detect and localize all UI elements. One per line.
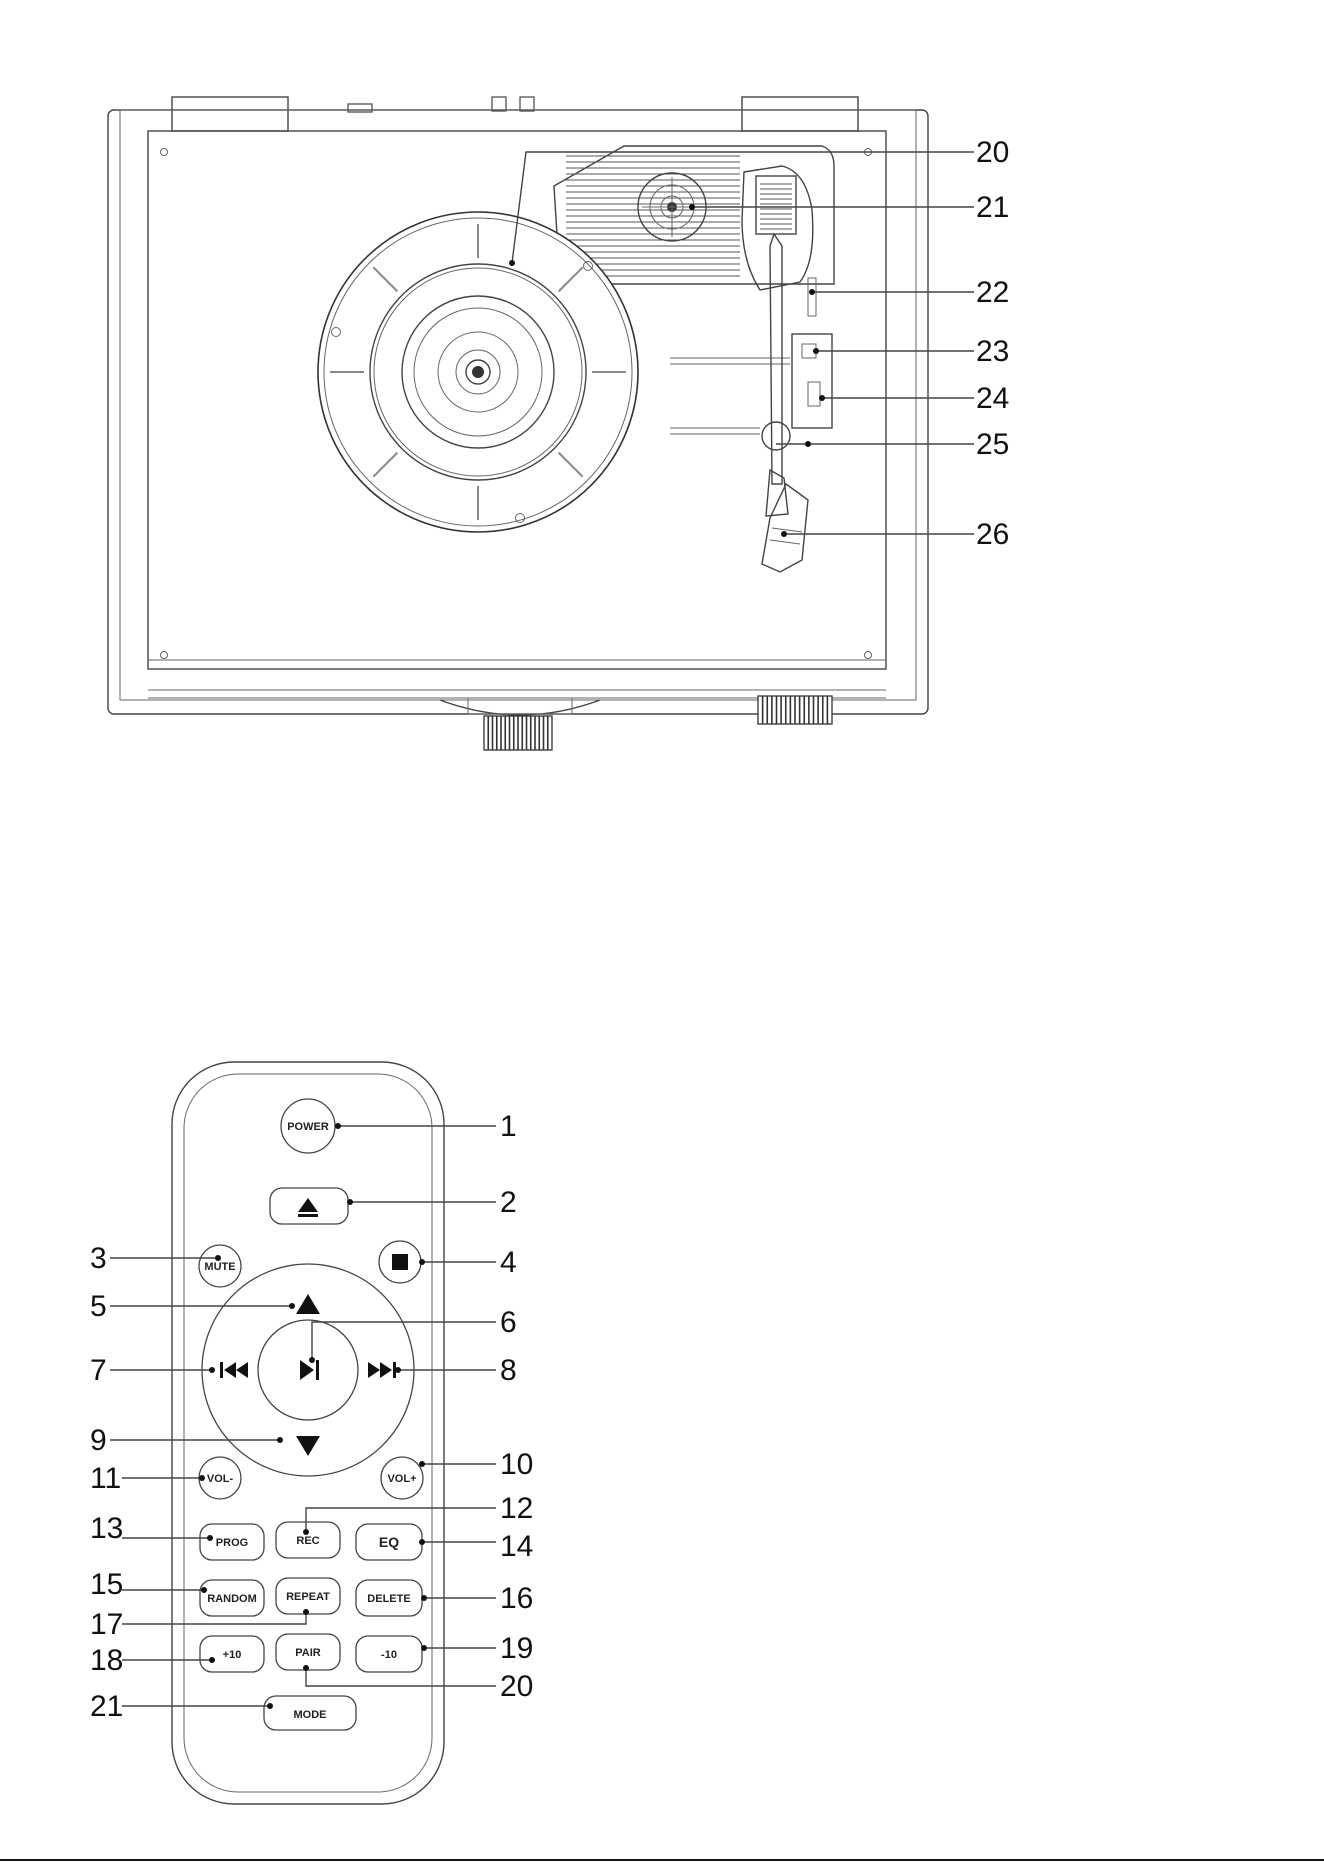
- hinge-right: [742, 97, 858, 131]
- top-jack-2: [520, 97, 534, 111]
- repeat-label: REPEAT: [286, 1591, 330, 1603]
- callout-10: 10: [500, 1448, 533, 1481]
- callout-7: 7: [90, 1354, 107, 1387]
- platter: [318, 212, 638, 532]
- callout-5: 5: [90, 1290, 107, 1323]
- callout-13: 13: [90, 1512, 123, 1545]
- callout-17: 17: [90, 1608, 123, 1641]
- front-knob-left: [484, 716, 552, 750]
- callout-11: 11: [90, 1462, 121, 1495]
- callout-18: 18: [90, 1644, 123, 1677]
- power-label: POWER: [287, 1121, 329, 1133]
- callout-14: 14: [500, 1530, 533, 1563]
- delete-label: DELETE: [367, 1593, 410, 1605]
- stop-button[interactable]: [379, 1241, 421, 1283]
- prog-button[interactable]: PROG: [200, 1524, 264, 1560]
- callout-15: 15: [90, 1568, 123, 1601]
- callout-8: 8: [500, 1354, 517, 1387]
- stop-icon: [392, 1254, 408, 1270]
- callout-23: 23: [976, 335, 1009, 368]
- repeat-button[interactable]: REPEAT: [276, 1578, 340, 1614]
- vol-plus-label: VOL+: [387, 1473, 416, 1485]
- callout-20-remote: 20: [500, 1670, 533, 1703]
- callout-1: 1: [500, 1110, 517, 1143]
- callout-12: 12: [500, 1492, 533, 1525]
- random-button[interactable]: RANDOM: [200, 1580, 264, 1616]
- callout-26: 26: [976, 518, 1009, 551]
- power-button[interactable]: POWER: [281, 1099, 335, 1153]
- mute-button[interactable]: MUTE: [199, 1245, 241, 1287]
- callout-21-remote: 21: [90, 1690, 123, 1723]
- callout-21: 21: [976, 191, 1009, 224]
- eq-label: EQ: [379, 1534, 399, 1550]
- pair-label: PAIR: [295, 1647, 321, 1659]
- random-label: RANDOM: [207, 1593, 257, 1605]
- pair-button[interactable]: PAIR: [276, 1634, 340, 1670]
- mode-button[interactable]: MODE: [264, 1696, 356, 1730]
- hinge-left: [172, 97, 288, 131]
- rec-button[interactable]: REC: [276, 1522, 340, 1558]
- eq-button[interactable]: EQ: [356, 1524, 422, 1560]
- plus10-button[interactable]: +10: [200, 1636, 264, 1672]
- callout-2: 2: [500, 1186, 517, 1219]
- callout-4: 4: [500, 1246, 517, 1279]
- mute-label: MUTE: [204, 1261, 235, 1273]
- vol-minus-label: VOL-: [207, 1473, 234, 1485]
- callout-3: 3: [90, 1242, 107, 1275]
- tonearm: [742, 166, 832, 572]
- turntable-top-view: 20 21 22 23 24 25 26: [108, 97, 1009, 750]
- minus10-button[interactable]: -10: [356, 1636, 422, 1672]
- callout-22: 22: [976, 276, 1009, 309]
- plus10-label: +10: [223, 1649, 242, 1661]
- minus10-label: -10: [381, 1649, 397, 1661]
- remote-control: POWER MUTE: [90, 1062, 533, 1804]
- callout-19: 19: [500, 1632, 533, 1665]
- mode-label: MODE: [294, 1709, 327, 1721]
- vol-minus-button[interactable]: VOL-: [199, 1457, 241, 1499]
- prog-label: PROG: [216, 1537, 248, 1549]
- callout-6: 6: [500, 1306, 517, 1339]
- top-jack-1: [492, 97, 506, 111]
- callout-9: 9: [90, 1424, 107, 1457]
- callout-24: 24: [976, 382, 1009, 415]
- callout-16: 16: [500, 1582, 533, 1615]
- callout-20: 20: [976, 136, 1009, 169]
- callout-25: 25: [976, 428, 1009, 461]
- delete-button[interactable]: DELETE: [356, 1580, 422, 1616]
- front-knob-right: [758, 696, 832, 724]
- vol-plus-button[interactable]: VOL+: [381, 1457, 423, 1499]
- rec-label: REC: [296, 1535, 319, 1547]
- top-slot: [348, 104, 372, 112]
- eject-button[interactable]: [270, 1188, 348, 1224]
